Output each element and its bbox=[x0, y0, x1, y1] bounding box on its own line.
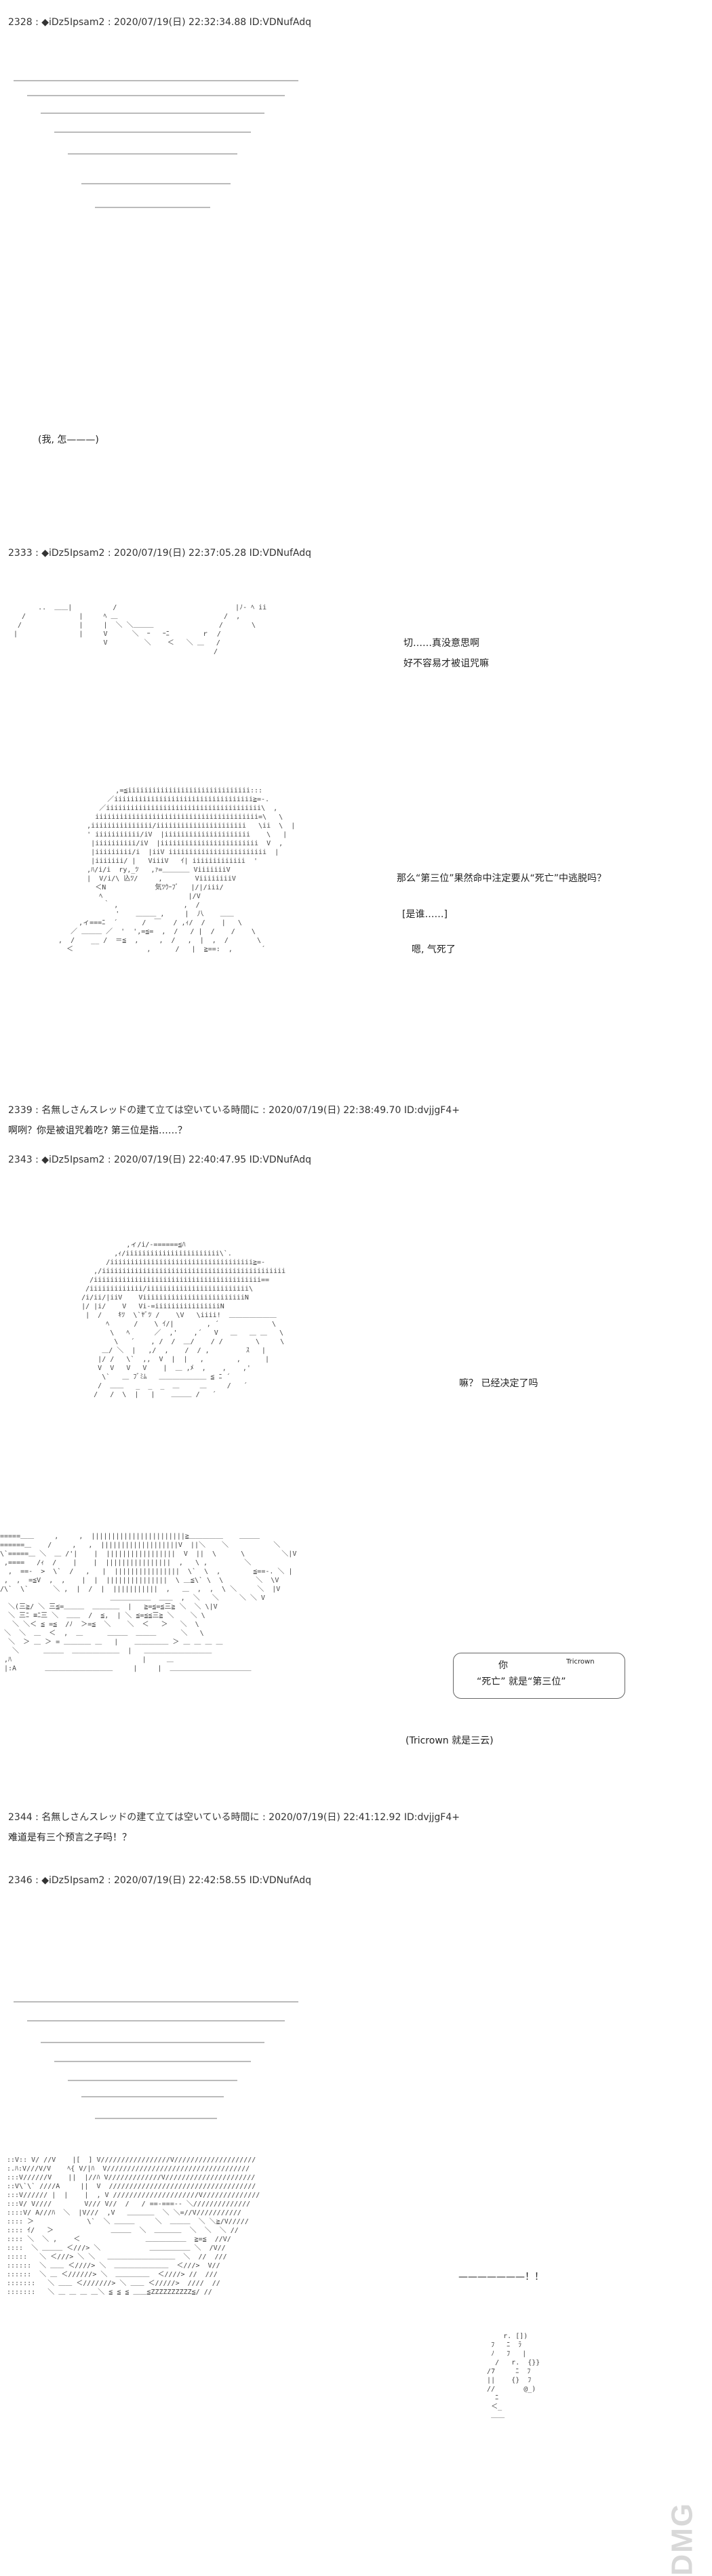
post-header: 2344 : 名無しさんスレッドの建て立ては空いている時間に : 2020/07… bbox=[8, 1812, 460, 1823]
post-header: 2339 : 名無しさんスレッドの建て立ては空いている時間に : 2020/07… bbox=[8, 1105, 460, 1116]
dialogue-line: (Tricrown 就是三云) bbox=[406, 1735, 494, 1746]
post-header: 2328 : ◆iDz5Ipsam2 : 2020/07/19(日) 22:32… bbox=[8, 17, 312, 28]
speech-bubble bbox=[453, 1653, 625, 1699]
dialogue-line: 那么“第三位”果然命中注定要从“死亡”中逃脱吗？ bbox=[397, 873, 607, 884]
reply-text: 难道是有三个预言之子吗！？ bbox=[8, 1832, 132, 1843]
ascii-art-figure: =====＿＿ , , |||||||||||||||||||||||≧＿＿＿＿… bbox=[0, 1533, 297, 1672]
dialogue-line: 好不容易才被诅咒嘛 bbox=[403, 658, 489, 669]
post-header: 2343 : ◆iDz5Ipsam2 : 2020/07/19(日) 22:40… bbox=[8, 1154, 312, 1165]
post-header: 2346 : ◆iDz5Ipsam2 : 2020/07/19(日) 22:42… bbox=[8, 1875, 312, 1886]
ascii-art-small-figure: r. []) ﾌ ﾆ ﾗ ﾉ ﾌ | / r. {}} /7 ﾆ ﾌ || {}… bbox=[487, 2333, 540, 2419]
reply-text: 啊咧？你是被诅咒着吃? 第三位是指……？ bbox=[8, 1125, 187, 1136]
bubble-word-you: 你 bbox=[498, 1660, 508, 1671]
watermark-logo: DMG bbox=[666, 2502, 699, 2576]
dialogue-line: ———————！！ bbox=[458, 2272, 544, 2282]
dialogue-line: (我, 怎———) bbox=[38, 435, 99, 445]
ascii-art-figure: ::V:: V/ //V |[ ] V/////////////////V///… bbox=[7, 2156, 260, 2296]
bubble-line: “死亡” 就是“第三位” bbox=[477, 1676, 566, 1687]
bubble-ruby-tricrown: Tricrown bbox=[566, 1658, 595, 1666]
ascii-art-figure: ,=≦iiiiiiiiiiiiiiiiiiiiiiiiiiiiii::: ／ii… bbox=[58, 787, 296, 953]
ascii-art-figure: .. ＿＿| / |ﾉ- ﾍ ii / | ﾍ ＿ / , / | | ＼ ＼＿… bbox=[14, 604, 267, 656]
post-header: 2333 : ◆iDz5Ipsam2 : 2020/07/19(日) 22:37… bbox=[8, 548, 312, 559]
dialogue-line: [是谁……] bbox=[402, 909, 448, 920]
dialogue-line: 嗯, 气死了 bbox=[412, 944, 456, 955]
dialogue-line: 嘛？ 已经决定了吗 bbox=[459, 1378, 538, 1389]
dialogue-line: 切……真没意思啊 bbox=[403, 638, 479, 649]
ascii-art-figure: ,ィ/i/-======≦ﾊ ,ｨ/iiiiiiiiiiiiiiiiiiiiii… bbox=[81, 1241, 286, 1398]
